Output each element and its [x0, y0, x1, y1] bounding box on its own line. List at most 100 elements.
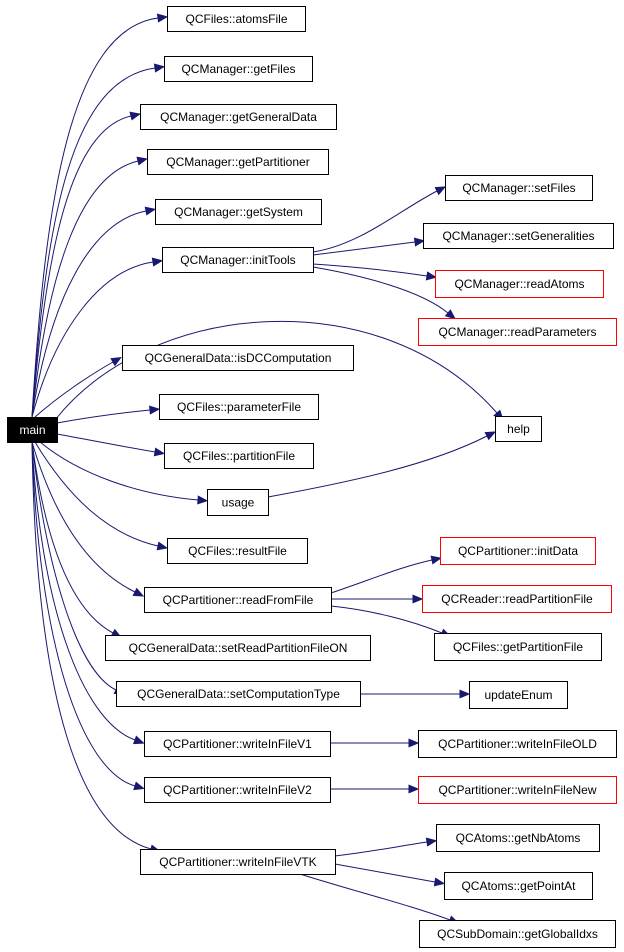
node-partitionFile[interactable]: QCFiles::partitionFile: [164, 443, 314, 469]
edge-main-to-writeInFileV1: [31, 441, 145, 745]
node-writeInFileV1[interactable]: QCPartitioner::writeInFileV1: [144, 731, 331, 757]
node-label: QCFiles::parameterFile: [177, 400, 301, 414]
node-box: [144, 587, 332, 613]
node-getSystem[interactable]: QCManager::getSystem: [155, 199, 322, 225]
node-initData[interactable]: QCPartitioner::initData: [440, 537, 596, 565]
node-label: QCPartitioner::writeInFileNew: [438, 783, 596, 797]
node-box: [435, 270, 604, 298]
node-getNbAtoms[interactable]: QCAtoms::getNbAtoms: [436, 824, 600, 852]
node-getPointAt[interactable]: QCAtoms::getPointAt: [444, 872, 593, 900]
arrowhead-icon: [425, 271, 438, 281]
edge-line: [34, 441, 159, 547]
arrowhead-icon: [430, 555, 443, 565]
node-getPartitioner[interactable]: QCManager::getPartitioner: [147, 149, 329, 175]
node-getGeneralData[interactable]: QCManager::getGeneralData: [140, 104, 337, 130]
node-label: QCManager::setFiles: [462, 181, 575, 195]
node-initTools[interactable]: QCManager::initTools: [162, 247, 314, 273]
arrowhead-icon: [144, 206, 157, 216]
node-setComputationType[interactable]: QCGeneralData::setComputationType: [116, 681, 361, 707]
node-label: QCManager::readParameters: [438, 325, 596, 339]
node-writeInFileV2[interactable]: QCPartitioner::writeInFileV2: [144, 777, 331, 803]
node-label: usage: [222, 496, 255, 510]
edge-line: [31, 210, 147, 418]
arrowhead-icon: [413, 237, 426, 247]
node-box: [167, 538, 308, 564]
arrowhead-icon: [132, 735, 145, 745]
edge-line: [267, 435, 488, 498]
node-label: QCManager::readAtoms: [454, 277, 584, 291]
node-box: [469, 681, 568, 709]
edge-line: [31, 441, 114, 634]
arrowhead-icon: [408, 784, 420, 794]
edge-line: [31, 67, 156, 418]
edge-main-to-writeInFileV2: [31, 441, 145, 791]
edge-initTools-to-readParameters: [312, 266, 457, 320]
edge-writeInFileVTK-to-getNbAtoms: [334, 837, 438, 857]
arrowhead-icon: [132, 587, 145, 597]
edge-line: [31, 441, 117, 691]
node-box: [434, 633, 602, 661]
edge-main-to-resultFile: [34, 441, 169, 551]
edge-line: [54, 320, 498, 421]
node-writeInFileOLD[interactable]: QCPartitioner::writeInFileOLD: [418, 730, 617, 758]
node-atomsFile[interactable]: QCFiles::atomsFile: [167, 6, 306, 32]
node-parameterFile[interactable]: QCFiles::parameterFile: [159, 394, 319, 420]
edge-line: [34, 361, 114, 418]
node-label: QCPartitioner::initData: [458, 544, 578, 558]
node-getGlobalIdxs[interactable]: QCSubDomain::getGlobalIdxs: [419, 920, 616, 948]
edge-initTools-to-readAtoms: [312, 263, 438, 281]
node-box: [440, 537, 596, 565]
node-label: QCFiles::atomsFile: [185, 12, 287, 26]
edge-main-to-isDCComputation: [34, 356, 122, 418]
arrowhead-icon: [425, 837, 438, 847]
edge-line: [330, 559, 433, 594]
arrowhead-icon: [156, 13, 169, 23]
arrowhead-icon: [151, 257, 164, 267]
node-box: [444, 872, 593, 900]
node-readParameters[interactable]: QCManager::readParameters: [418, 318, 617, 346]
node-setReadPartitionFileON[interactable]: QCGeneralData::setReadPartitionFileON: [105, 635, 371, 661]
node-label: QCAtoms::getPointAt: [461, 879, 576, 893]
node-label: QCPartitioner::writeInFileV2: [163, 783, 312, 797]
node-getFiles[interactable]: QCManager::getFiles: [164, 56, 313, 82]
node-usage[interactable]: usage: [207, 489, 269, 516]
node-updateEnum[interactable]: updateEnum: [469, 681, 568, 709]
node-help[interactable]: help: [495, 416, 542, 442]
edge-line: [31, 441, 136, 741]
node-readAtoms[interactable]: QCManager::readAtoms: [435, 270, 604, 298]
node-box: [162, 247, 314, 273]
node-main: main: [7, 417, 58, 443]
node-writeInFileNew[interactable]: QCPartitioner::writeInFileNew: [418, 776, 617, 804]
node-box: [7, 417, 58, 443]
edge-line: [31, 441, 152, 850]
node-label: QCGeneralData::isDCComputation: [145, 351, 332, 365]
node-setGeneralities[interactable]: QCManager::setGeneralities: [423, 223, 614, 249]
arrowhead-icon: [197, 495, 209, 505]
node-getPartitionFile[interactable]: QCFiles::getPartitionFile: [434, 633, 602, 661]
node-box: [122, 345, 354, 371]
node-box: [116, 681, 361, 707]
node-resultFile[interactable]: QCFiles::resultFile: [167, 538, 308, 564]
edge-writeInFileV2-to-writeInFileNew: [329, 784, 420, 794]
edge-usage-to-help: [267, 431, 497, 498]
edge-main-to-readFromFile: [31, 441, 145, 597]
arrowhead-icon: [133, 781, 145, 791]
edge-line: [312, 266, 449, 314]
edge-main-to-usage: [39, 441, 209, 505]
node-box: [167, 6, 306, 32]
node-setFiles[interactable]: QCManager::setFiles: [445, 175, 593, 201]
node-label: QCManager::getSystem: [174, 205, 303, 219]
node-label: help: [507, 422, 530, 436]
node-label: QCPartitioner::writeInFileVTK: [159, 855, 316, 869]
node-box: [422, 585, 612, 613]
node-readPartitionFile[interactable]: QCReader::readPartitionFile: [422, 585, 612, 613]
edge-line: [334, 841, 428, 857]
edge-line: [31, 115, 132, 418]
node-readFromFile[interactable]: QCPartitioner::readFromFile: [144, 587, 332, 613]
node-label: QCPartitioner::writeInFileOLD: [438, 737, 597, 751]
node-label: QCManager::getGeneralData: [160, 110, 317, 124]
node-isDCComputation[interactable]: QCGeneralData::isDCComputation: [122, 345, 354, 371]
node-label: QCFiles::partitionFile: [183, 449, 295, 463]
node-writeInFileVTK[interactable]: QCPartitioner::writeInFileVTK: [140, 849, 336, 875]
